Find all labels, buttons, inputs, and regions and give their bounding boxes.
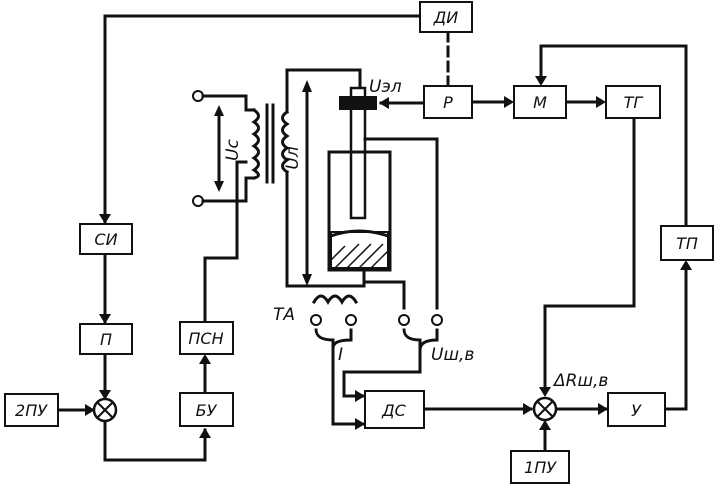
wire-comparator-bu xyxy=(103,420,207,462)
arrow-2pu xyxy=(85,404,95,416)
block-2pu: 2ПУ xyxy=(4,393,59,427)
wire-u-tp xyxy=(663,262,688,411)
block-m: М xyxy=(513,85,567,119)
arrow-into-bu xyxy=(199,428,211,438)
arrow-into-m xyxy=(535,76,547,86)
block-1pu: 1ПУ xyxy=(510,450,570,484)
block-p-label: П xyxy=(100,330,112,349)
arrow-1pu xyxy=(539,420,551,430)
wire-uc-top xyxy=(201,94,256,112)
block-si-label: СИ xyxy=(94,230,117,249)
arrow-tg-comparator xyxy=(539,387,551,397)
label-u-el: Uэл xyxy=(369,77,402,97)
arrow-into-p xyxy=(99,314,111,324)
block-p: П xyxy=(79,323,133,355)
block-r: Р xyxy=(423,85,473,119)
ta-terminal-right xyxy=(345,314,357,326)
transformer-primary-coil xyxy=(251,107,260,180)
block-u-label: У xyxy=(631,401,642,420)
ta-terminal-left xyxy=(310,314,322,326)
arrow-into-si xyxy=(99,214,111,224)
uc-arrow-bottom xyxy=(214,181,224,192)
transformer-secondary-coil xyxy=(281,109,290,175)
block-u: У xyxy=(607,392,666,427)
current-brace xyxy=(314,328,353,349)
wire-tp-m xyxy=(539,44,688,228)
arrow-into-psn xyxy=(199,354,211,364)
block-si: СИ xyxy=(79,223,133,255)
label-ta: ТА xyxy=(273,305,295,325)
block-r-label: Р xyxy=(443,93,453,112)
block-1pu-label: 1ПУ xyxy=(524,458,557,477)
wire-furnace-to-ds xyxy=(362,280,406,310)
arrow-ushv-ds xyxy=(355,390,365,402)
arrow-ta-ds xyxy=(355,418,365,430)
melt-hatching xyxy=(330,243,389,269)
label-u-l: Uл xyxy=(283,146,303,169)
block-psn-label: ПСН xyxy=(188,329,223,348)
furnace-vessel xyxy=(327,150,392,272)
arrow-into-left-comparator xyxy=(99,390,111,400)
label-u-c: Uс xyxy=(223,138,243,160)
wire-ushv-ds xyxy=(342,348,422,398)
label-current: I xyxy=(338,345,343,365)
arrow-into-u xyxy=(598,403,608,415)
uc-arrow-top xyxy=(214,105,224,116)
arrow-into-tg xyxy=(596,96,606,108)
wire-psn-transformer xyxy=(203,160,248,324)
block-2pu-label: 2ПУ xyxy=(15,401,48,420)
wire-tg-comparator xyxy=(543,116,636,395)
ul-arrow-top xyxy=(302,80,312,92)
block-tg: ТГ xyxy=(605,85,661,119)
wire-ta-ds xyxy=(331,346,365,426)
block-psn: ПСН xyxy=(179,321,234,355)
electrode-holder xyxy=(339,96,377,110)
wire-secondary-loop-top xyxy=(285,68,362,114)
label-u-shv: Uш,в xyxy=(431,345,474,365)
arrow-into-m-left xyxy=(504,96,514,108)
arrow-into-tp xyxy=(680,260,692,270)
block-ds-label: ДС xyxy=(381,401,407,420)
block-tp-label: ТП xyxy=(676,234,698,253)
block-bu-label: БУ xyxy=(196,401,218,420)
arc-zone xyxy=(329,229,390,238)
block-di-label: ДИ xyxy=(433,8,459,27)
wire-electrode-to-ds-top xyxy=(363,137,439,310)
arrow-into-right-comparator xyxy=(523,403,533,415)
block-di: ДИ xyxy=(419,1,473,33)
block-tg-label: ТГ xyxy=(624,93,644,112)
label-delta-r: ΔRш,в xyxy=(552,371,608,391)
block-m-label: М xyxy=(533,93,547,112)
block-ds: ДС xyxy=(364,390,425,429)
block-tp: ТП xyxy=(660,225,714,261)
wire-uc-bottom xyxy=(201,176,256,203)
right-comparator xyxy=(532,396,558,422)
wire-secondary-loop-bottom xyxy=(285,170,366,288)
ushv-terminal-left xyxy=(398,314,410,326)
wire-di-si xyxy=(103,14,422,224)
arrow-into-electrode xyxy=(379,97,389,109)
left-comparator xyxy=(92,397,118,423)
ushv-terminal-right xyxy=(431,314,443,326)
ta-coil xyxy=(311,294,359,305)
block-bu: БУ xyxy=(179,392,234,427)
ul-arrow-bottom xyxy=(302,274,312,286)
